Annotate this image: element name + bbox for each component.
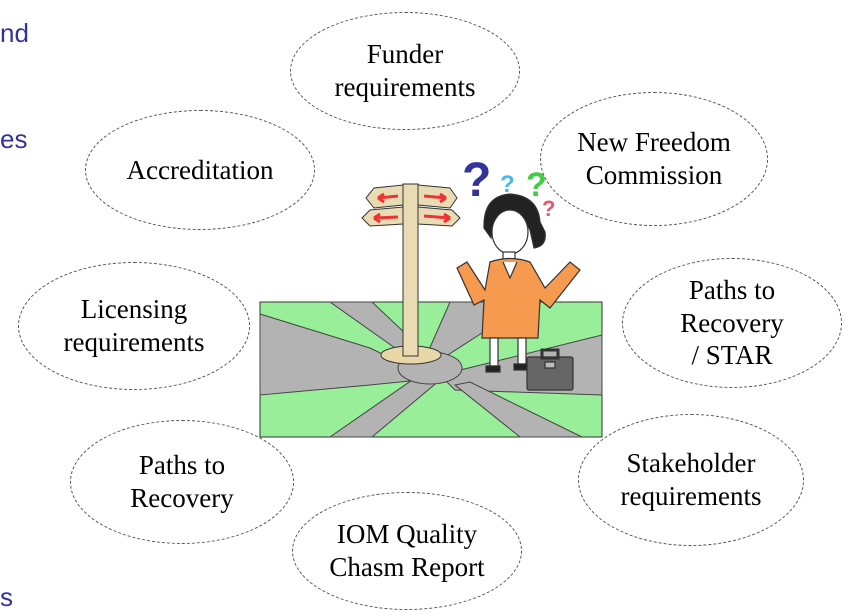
bubble-label: Paths to Recovery [130, 450, 234, 513]
bubble-label: IOM Quality Chasm Report [329, 519, 485, 582]
question-mark-icon: ? [500, 171, 515, 198]
left-text-fragment-2: es [0, 124, 28, 154]
bubble-label: Licensing requirements [63, 294, 205, 357]
bubble-iom-quality-chasm-report: IOM Quality Chasm Report [292, 492, 522, 610]
left-text-fragment-3: s [0, 582, 13, 612]
question-mark-icon: ? [526, 166, 547, 204]
bubble-stakeholder-requirements: Stakeholder requirements [578, 414, 804, 546]
bubble-funder-requirements: Funder requirements [290, 12, 520, 130]
confused-woman [456, 193, 581, 391]
bubble-paths-to-recovery: Paths to Recovery [70, 420, 294, 544]
bubble-accreditation: Accreditation [85, 110, 315, 230]
left-text-fragment-1: nd [0, 18, 29, 48]
signpost [361, 183, 461, 365]
question-mark-icon: ? [462, 154, 491, 207]
bubble-label: Paths to Recovery / STAR [680, 274, 784, 371]
bubble-licensing-requirements: Licensing requirements [18, 262, 250, 390]
bubble-new-freedom-commission: New Freedom Commission [540, 92, 768, 226]
bubble-label: New Freedom Commission [577, 127, 731, 190]
question-mark-icon: ? [542, 196, 555, 221]
crossroads [259, 301, 603, 438]
bubble-paths-to-recovery-star: Paths to Recovery / STAR [622, 258, 842, 388]
bubble-label: Accreditation [126, 154, 274, 185]
bubble-label: Stakeholder requirements [620, 448, 762, 511]
bubble-label: Funder requirements [334, 39, 476, 102]
